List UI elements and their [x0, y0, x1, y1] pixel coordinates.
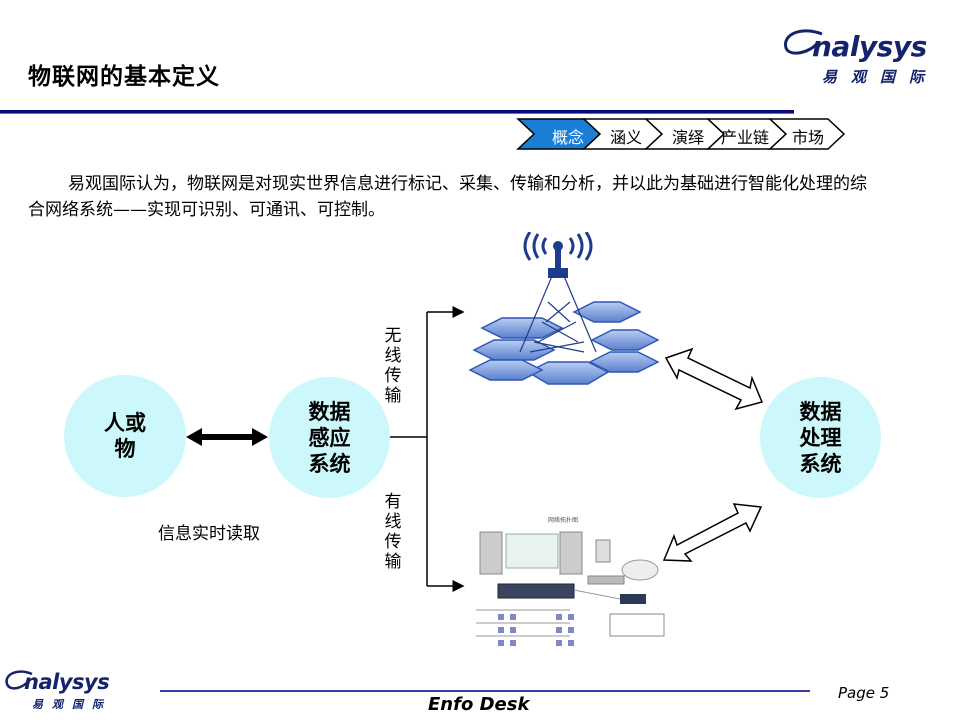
- wireless-char: 输: [384, 386, 402, 406]
- nav-chevrons: [516, 118, 846, 150]
- node-processing-line-3: 系统: [799, 451, 842, 476]
- wireless-char: 线: [384, 346, 402, 366]
- footer-divider: [160, 690, 810, 692]
- nav-tab-deduce[interactable]: 演绎: [672, 128, 705, 147]
- node-sensing-line-2: 感应: [308, 425, 351, 450]
- nav-tab-concept[interactable]: 概念: [552, 128, 585, 147]
- network-diagram-title: 网络拓扑图: [548, 516, 578, 524]
- header-divider-shade: [0, 113, 794, 114]
- node-data-processing-system: 数据处理系统: [760, 377, 881, 498]
- page-title: 物联网的基本定义: [28, 64, 220, 90]
- nav-tab-market[interactable]: 市场: [792, 128, 825, 147]
- logo-brand-text: nalysys: [812, 30, 927, 63]
- node-person-line-2: 物: [114, 437, 136, 461]
- node-sensing-line-3: 系统: [308, 451, 351, 476]
- wireless-tower-icon: [468, 232, 660, 385]
- logo-cn-text: 易观国际: [822, 68, 939, 86]
- footer-logo-cn-text: 易观国际: [32, 698, 112, 711]
- header-divider: [0, 110, 794, 114]
- wired-char: 有: [384, 492, 402, 512]
- node-sensing-line-1: 数据: [308, 399, 351, 424]
- footer-enfo-desk: Enfo Desk: [428, 694, 530, 715]
- node-person-line-1: 人或: [104, 411, 146, 435]
- nav-tab-meaning[interactable]: 涵义: [610, 128, 643, 147]
- page-number: Page 5: [838, 684, 890, 702]
- node-processing-line-2: 处理: [799, 425, 842, 450]
- wired-char: 线: [384, 512, 402, 532]
- definition-paragraph: 易观国际认为，物联网是对现实世界信息进行标记、采集、传输和分析，并以此为基础进行…: [28, 171, 868, 223]
- realtime-read-caption: 信息实时读取: [158, 524, 260, 544]
- node-processing-line-1: 数据: [799, 399, 842, 424]
- logo-swoosh-icon: [784, 29, 823, 55]
- wired-char: 传: [384, 532, 402, 552]
- node-person-or-thing: 人或物: [64, 375, 186, 497]
- wireless-transmission-label: 无 线 传 输: [383, 326, 403, 406]
- footer-logo-swoosh-icon: [5, 670, 33, 690]
- wired-char: 输: [384, 552, 402, 572]
- bidirectional-arrow-read: [186, 428, 268, 446]
- nav-chevron-market: [768, 118, 846, 150]
- bidirectional-arrow-wired: [662, 503, 763, 562]
- nav-tab-industry-chain[interactable]: 产业链: [721, 128, 770, 147]
- section-nav: 概念 涵义 演绎 产业链 市场: [516, 117, 846, 151]
- definition-text: 易观国际认为，物联网是对现实世界信息进行标记、采集、传输和分析，并以此为基础进行…: [28, 174, 867, 220]
- bidirectional-arrow-wireless: [664, 347, 764, 411]
- wireless-char: 无: [384, 326, 402, 346]
- wired-transmission-label: 有 线 传 输: [383, 492, 403, 572]
- wireless-char: 传: [384, 366, 402, 386]
- wired-network-diagram-icon: 网络拓扑图: [476, 516, 665, 646]
- node-data-sensing-system: 数据感应系统: [269, 377, 390, 498]
- footer-logo-brand-text: nalysys: [24, 670, 110, 694]
